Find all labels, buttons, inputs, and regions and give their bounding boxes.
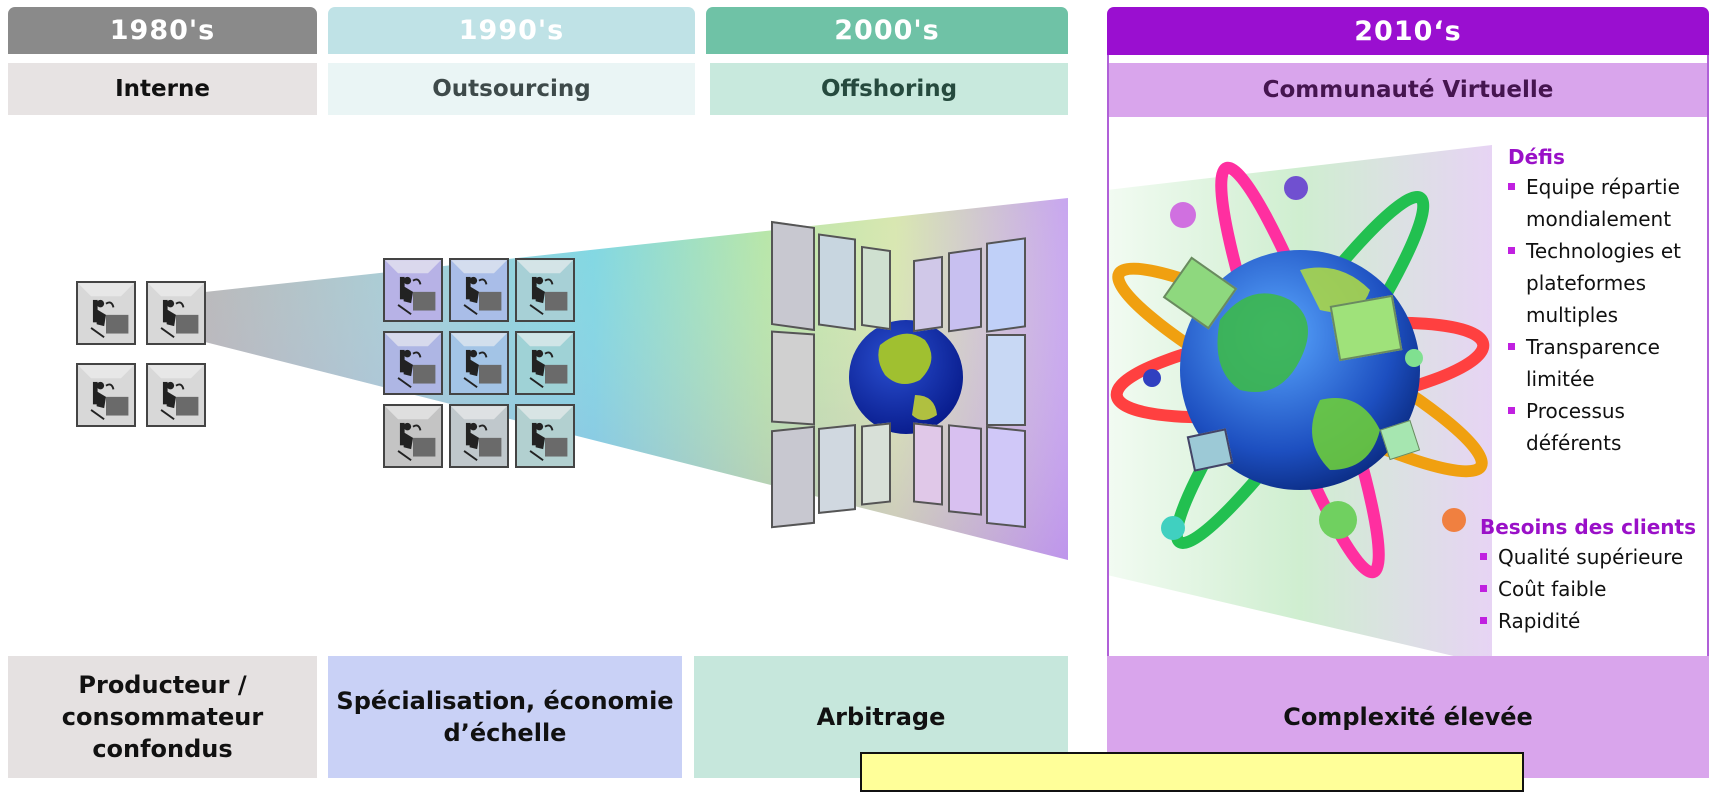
office-tile [146,281,206,345]
challenges-panel: Défis Equipe répartie mondialement Techn… [1508,145,1708,459]
office-tile [515,331,575,395]
office-worker-icon [517,260,573,316]
model-label: Offshoring [820,76,958,102]
outcome-2000s: Arbitrage [694,656,1068,778]
office-panel [948,424,982,516]
era-year-label: 1980's [109,15,216,46]
office-tile [449,258,509,322]
office-tile [449,404,509,468]
model-label-2010s: Communauté Virtuelle [1107,63,1709,117]
model-label: Interne [115,76,210,102]
era-header-1980s: 1980's [8,7,317,54]
office-tile [383,331,443,395]
office-panel [986,237,1026,333]
office-worker-icon [148,283,204,339]
office-tile [515,404,575,468]
era-year-label: 2010‘s [1354,15,1462,47]
office-panel [771,330,815,426]
note-box [860,752,1524,792]
era-header-1990s: 1990's [328,7,695,54]
office-worker-icon [78,365,134,421]
model-label-1980s: Interne [8,63,317,115]
outcome-label: Spécialisation, économie d’échelle [336,687,674,747]
outcome-1980s: Producteur / consommateur confondus [8,656,317,778]
need-item: Rapidité [1480,605,1709,637]
office-worker-icon [78,283,134,339]
office-worker-icon [385,260,441,316]
office-panel [913,255,943,333]
needs-title: Besoins des clients [1480,515,1696,539]
challenge-item: Processus déférents [1508,395,1708,459]
era-year-label: 1990's [458,15,565,46]
office-panel [861,245,891,331]
outcome-1990s: Spécialisation, économie d’échelle [328,656,682,778]
era-header-2010s: 2010‘s [1107,7,1709,55]
needs-panel: Besoins des clients Qualité supérieure C… [1480,515,1709,637]
model-label-1990s: Outsourcing [328,63,695,115]
office-worker-icon [517,406,573,462]
era-header-2000s: 2000's [706,7,1068,54]
era-year-label: 2000's [834,15,940,46]
model-label: Communauté Virtuelle [1262,77,1554,103]
outcome-label: Arbitrage [816,703,946,731]
model-label-2000s: Offshoring [710,63,1068,115]
challenges-title: Défis [1508,145,1565,169]
challenge-item: Technologies et plateformes multiples [1508,235,1708,331]
office-tile [383,404,443,468]
model-label: Outsourcing [432,76,591,102]
office-panel [818,424,856,514]
office-worker-icon [451,406,507,462]
office-tile [76,281,136,345]
need-item: Qualité supérieure [1480,541,1709,573]
office-panel [913,422,943,506]
office-tile [76,363,136,427]
office-panel [986,425,1026,529]
era-2010s-frame [1107,55,1709,755]
office-worker-icon [517,333,573,389]
office-worker-icon [148,365,204,421]
office-panel [948,247,982,333]
office-tile [515,258,575,322]
office-panel [818,233,856,331]
office-worker-icon [385,333,441,389]
office-worker-icon [451,260,507,316]
office-worker-icon [385,406,441,462]
office-tile [449,331,509,395]
outcome-label: Complexité élevée [1283,703,1533,731]
outcome-label: Producteur / consommateur confondus [61,671,264,763]
office-tile [146,363,206,427]
need-item: Coût faible [1480,573,1709,605]
office-panel [771,425,815,529]
challenge-item: Transparence limitée [1508,331,1708,395]
challenge-item: Equipe répartie mondialement [1508,171,1708,235]
office-panel [771,220,815,332]
office-panel [986,334,1026,426]
office-cluster [1329,294,1403,362]
office-worker-icon [451,333,507,389]
office-tile [383,258,443,322]
office-panel [861,422,891,506]
